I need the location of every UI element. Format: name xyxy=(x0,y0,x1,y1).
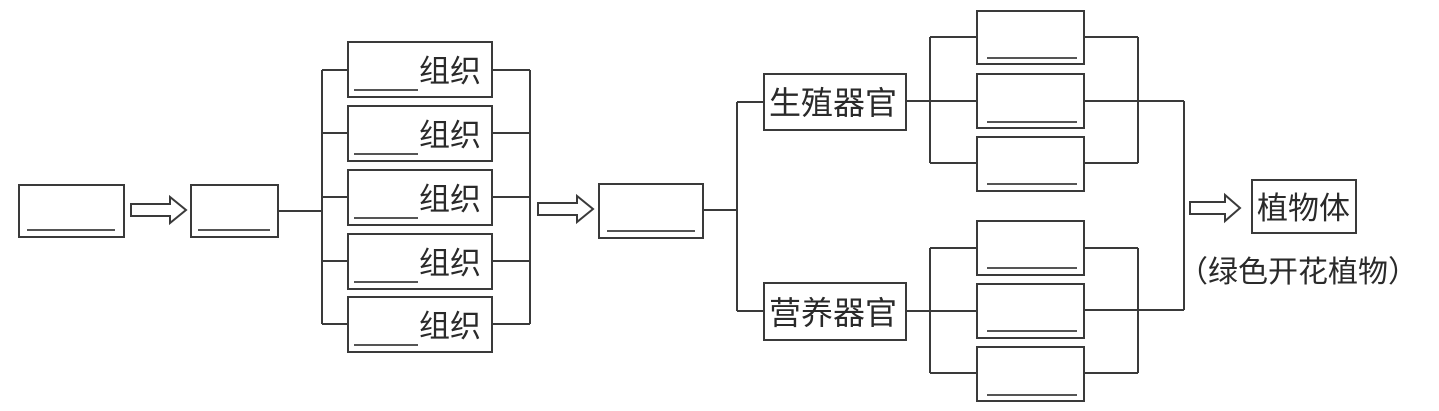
organ-level-box xyxy=(598,183,704,239)
arrow-icon xyxy=(1189,192,1242,224)
tissue-label: 组织 xyxy=(419,54,481,90)
tissue-box: 组织 xyxy=(347,169,493,226)
tissue-connectors xyxy=(278,69,531,325)
arrow-icon xyxy=(130,194,188,226)
organ-box xyxy=(976,220,1085,276)
arrow-icon xyxy=(537,193,595,225)
tissue-label: 组织 xyxy=(419,309,481,345)
reproductive-organ-box: 生殖器官 xyxy=(763,73,907,131)
tissue-label: 组织 xyxy=(419,182,481,218)
organ-connectors xyxy=(703,101,764,312)
organ-box xyxy=(976,346,1085,402)
vegetative-organ-label: 营养器官 xyxy=(769,294,897,332)
reproductive-organ-label: 生殖器官 xyxy=(769,84,897,122)
tissue-box: 组织 xyxy=(347,233,493,290)
tissue-box: 组织 xyxy=(347,105,493,162)
tissue-label: 组织 xyxy=(419,118,481,154)
cell-group-box xyxy=(190,184,279,238)
organ-box xyxy=(976,136,1085,192)
tissue-box: 组织 xyxy=(347,296,493,353)
vegetative-organ-box: 营养器官 xyxy=(763,282,907,341)
tissue-box: 组织 xyxy=(347,41,493,98)
plant-caption: （绿色开花植物） xyxy=(1178,255,1418,290)
plant-body-label: 植物体 xyxy=(1257,191,1350,227)
organ-box xyxy=(976,283,1085,339)
plant-body-box: 植物体 xyxy=(1251,179,1357,234)
organ-box xyxy=(976,73,1085,129)
organ-box xyxy=(976,10,1085,65)
tissue-label: 组织 xyxy=(419,246,481,282)
specific-organ-connectors xyxy=(906,36,1185,374)
cell-box xyxy=(18,184,125,238)
